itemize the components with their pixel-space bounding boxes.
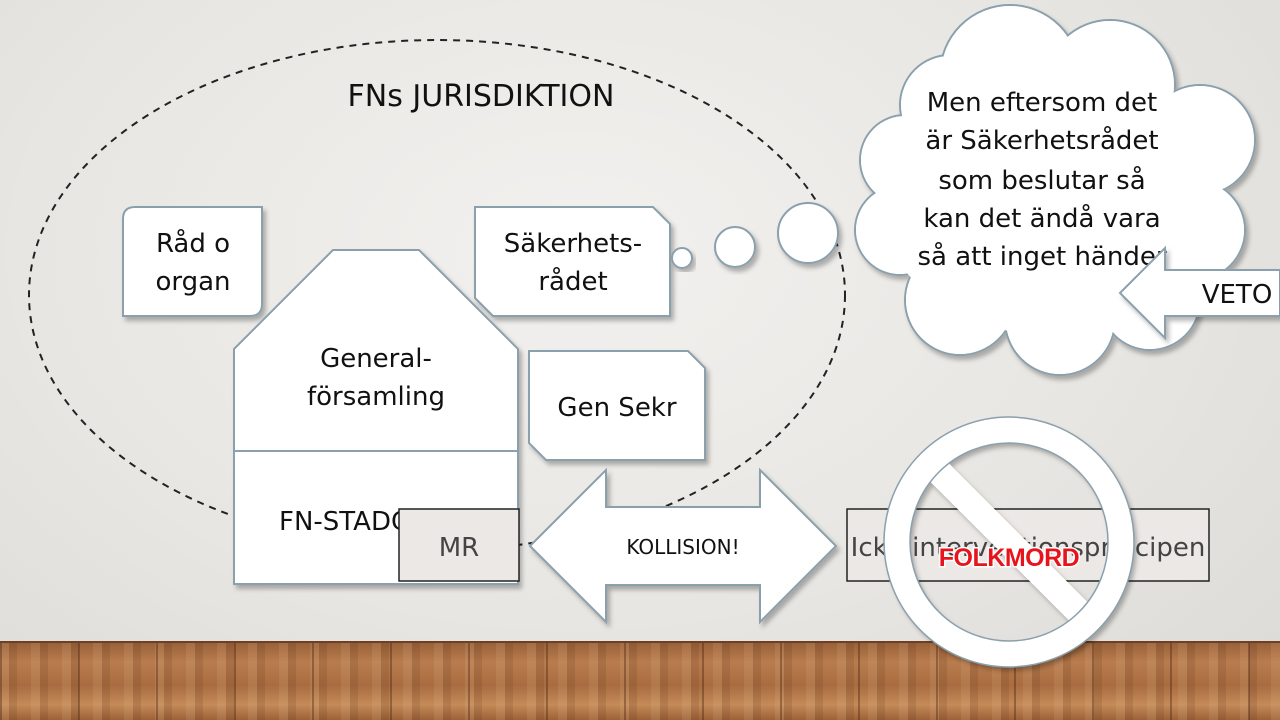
gen-sekr-box: Gen Sekr xyxy=(528,350,706,461)
thought-dot-medium xyxy=(714,226,756,268)
floor-edge xyxy=(0,641,1280,644)
thought-line-2: är Säkerhetsrådet xyxy=(925,125,1158,156)
gen-label-line2: församling xyxy=(307,382,445,412)
kollision-label: KOLLISION! xyxy=(626,535,739,559)
thought-line-4: kan det ändå vara xyxy=(923,203,1160,234)
sakerhetsradet-box: Säkerhets- rådet xyxy=(474,206,671,317)
no-folkmord-sign: FOLKMORD xyxy=(883,416,1135,668)
rad-o-organ-box: Råd o organ xyxy=(122,206,263,317)
sak-label-line1: Säkerhets- xyxy=(504,229,642,259)
thought-dot-large xyxy=(777,202,839,264)
mr-box: MR xyxy=(398,508,520,582)
wooden-floor xyxy=(0,643,1280,720)
sak-label-line2: rådet xyxy=(538,266,607,297)
thought-line-1: Men eftersom det xyxy=(927,88,1157,118)
jurisdiction-title: FNs JURISDIKTION xyxy=(348,79,615,114)
generalforsamling-shape: General- församling FN-STADGAN xyxy=(233,249,519,585)
rad-label-line1: Råd o xyxy=(156,228,230,259)
veto-arrow: VETO xyxy=(1118,245,1280,341)
jurisdiction-ellipse xyxy=(28,39,846,551)
thought-dot-small xyxy=(671,247,693,269)
thought-cloud: Men eftersom det är Säkerhetsrådet som b… xyxy=(854,4,1256,376)
folkmord-label: FOLKMORD xyxy=(939,544,1079,572)
gen-sekr-label: Gen Sekr xyxy=(557,393,676,423)
kollision-arrow: KOLLISION! xyxy=(528,467,838,625)
thought-line-5: så att inget händer xyxy=(917,241,1166,272)
thought-line-3: som beslutar så xyxy=(938,165,1145,196)
gen-label-line1: General- xyxy=(320,344,432,374)
mr-label: MR xyxy=(439,533,480,563)
veto-label: VETO xyxy=(1202,280,1273,310)
rad-label-line2: organ xyxy=(155,267,230,297)
